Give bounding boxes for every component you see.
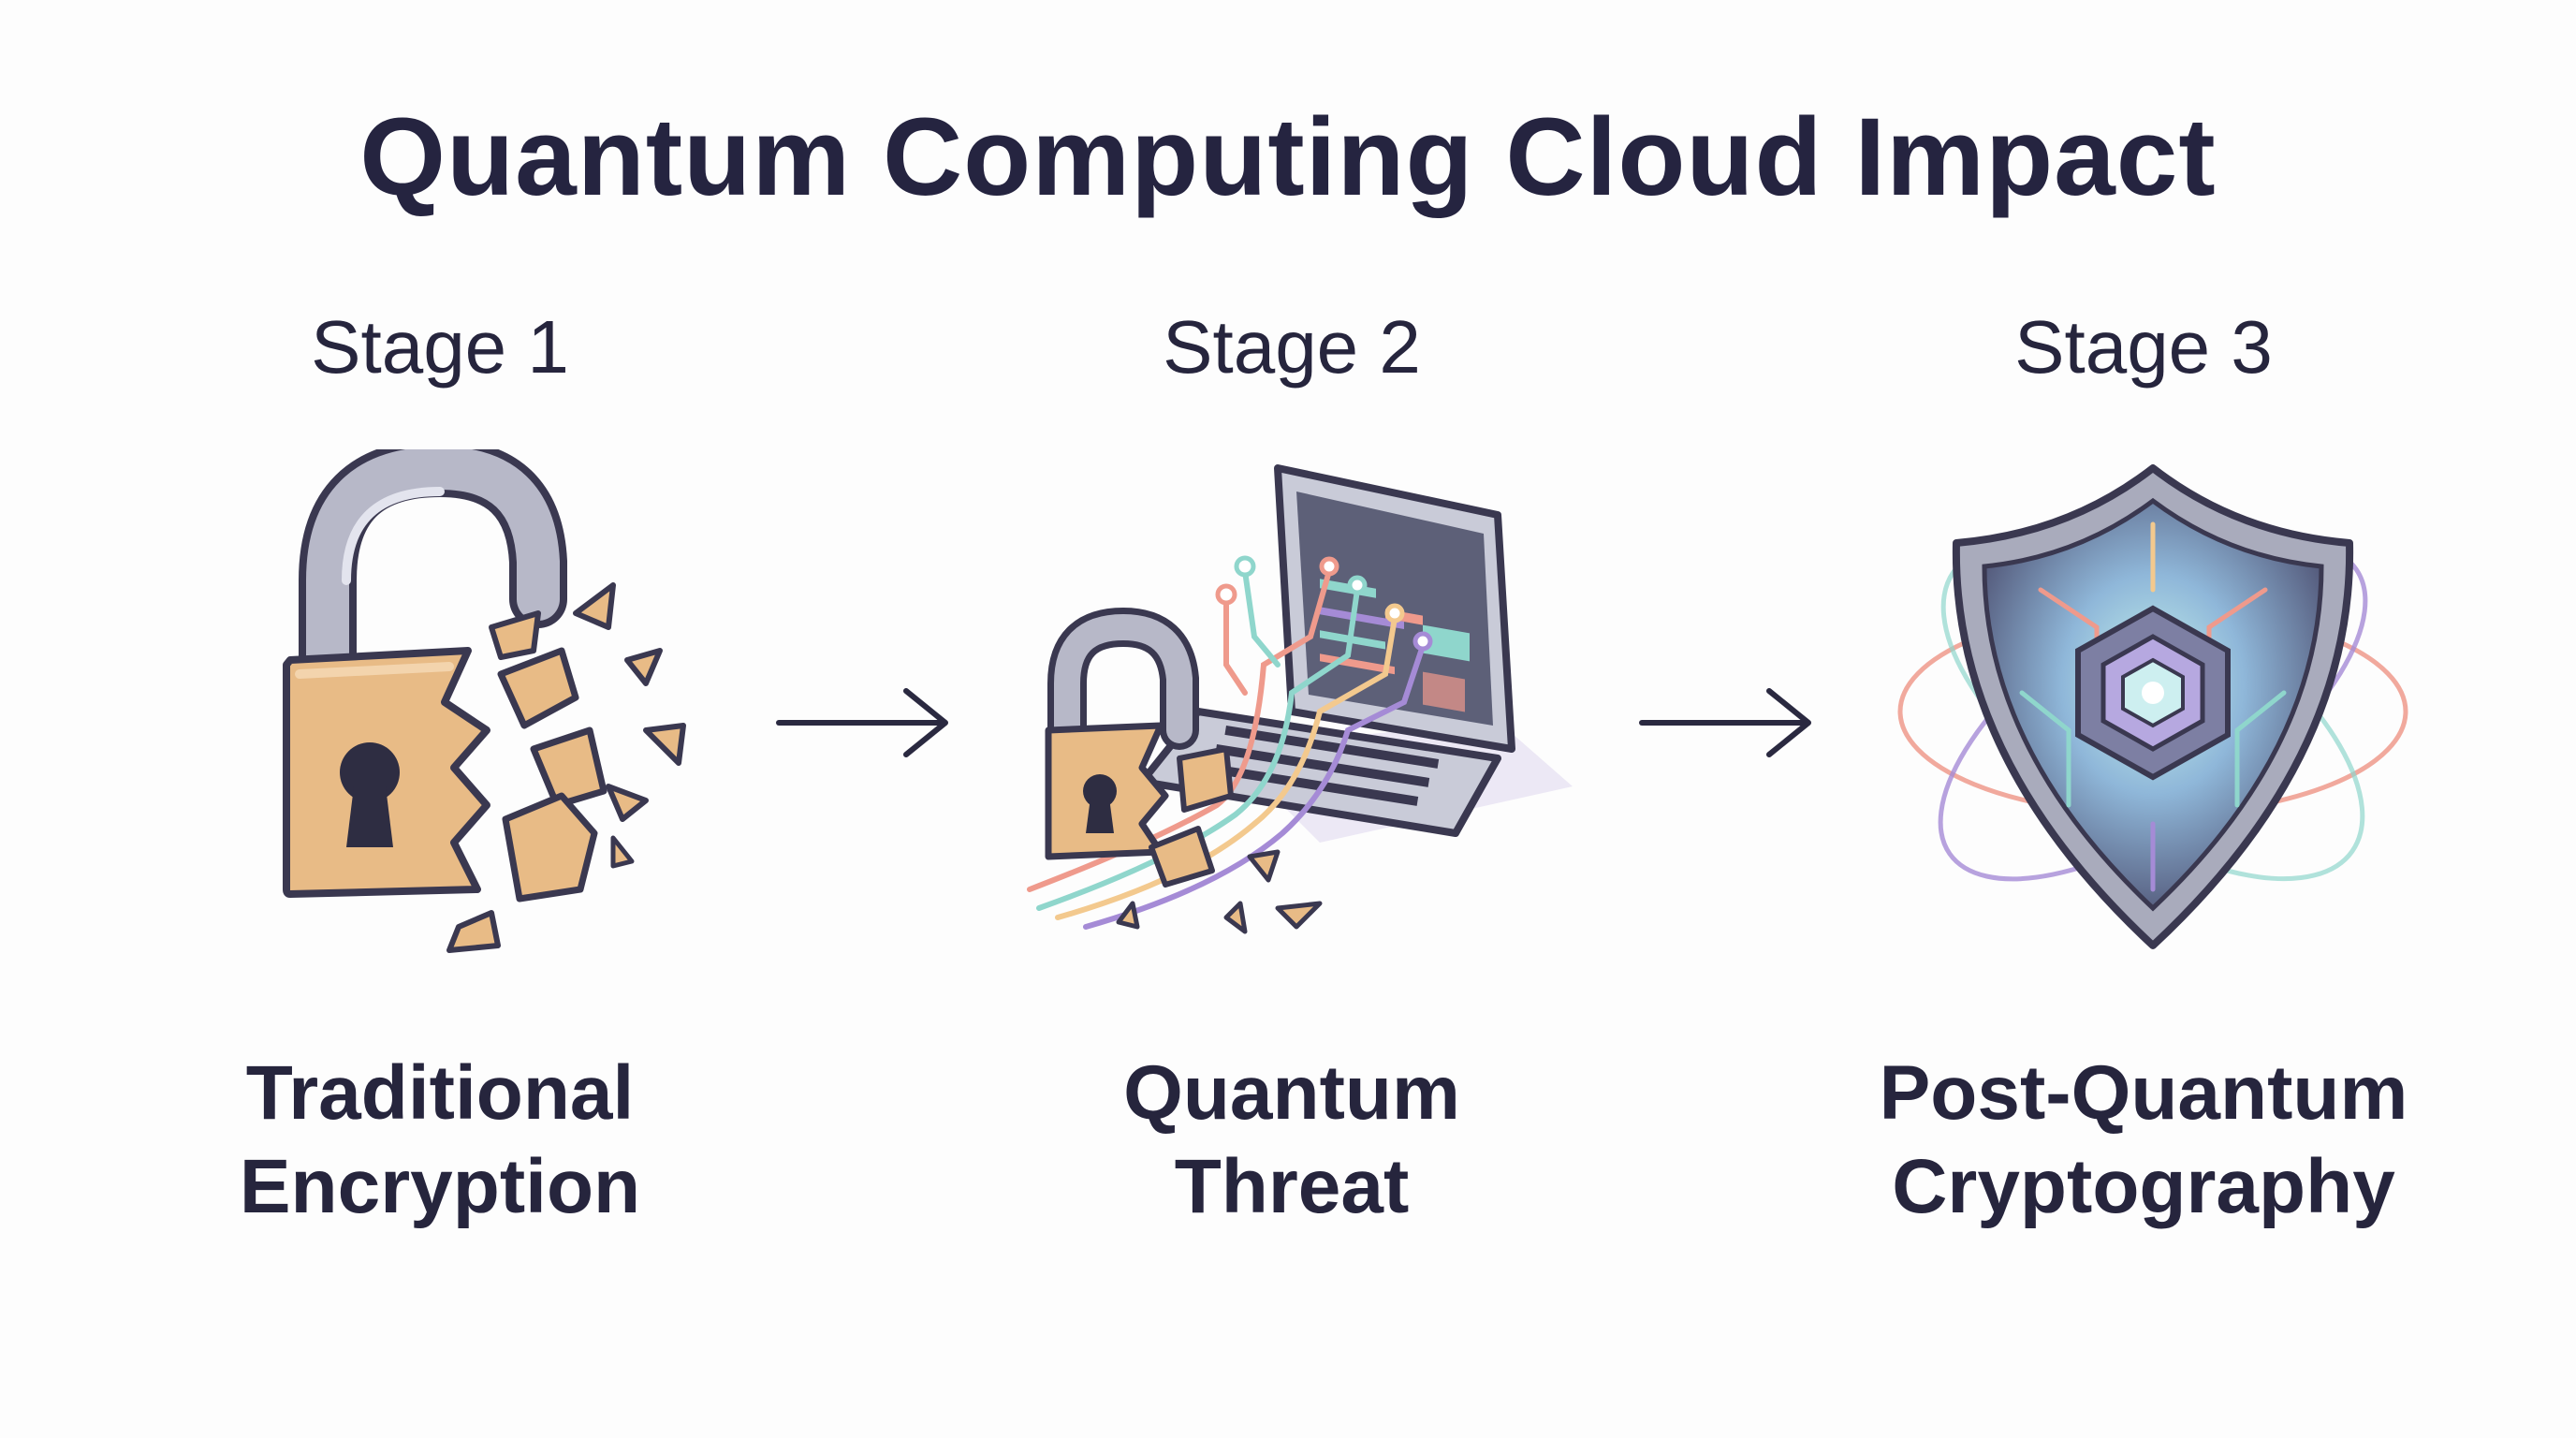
stage-1-name-line2: Encryption [239,1144,641,1229]
arrow-right-icon [1639,688,1811,757]
stage-2-name: Quantum Threat [917,1047,1666,1234]
stage-2-label: Stage 2 [1163,305,1421,389]
stage-2-name-line2: Threat [1174,1144,1410,1229]
arrow-right-icon [776,688,948,757]
stage-1-label: Stage 1 [311,305,569,389]
laptop-attacking-padlock-icon [1027,464,1573,934]
page-title: Quantum Computing Cloud Impact [359,95,2217,219]
stage-3-name-line1: Post-Quantum [1879,1050,2408,1136]
quantum-shield-icon [1897,464,2408,949]
stage-3-name-line2: Cryptography [1892,1144,2395,1229]
broken-padlock-icon [283,449,686,953]
stage-1-name: Traditional Encryption [66,1047,814,1234]
stage-3-label: Stage 3 [2014,305,2273,389]
stage-3-name: Post-Quantum Cryptography [1769,1047,2518,1234]
stage-2-name-line1: Quantum [1123,1050,1460,1136]
stage-1-name-line1: Traditional [245,1050,635,1136]
